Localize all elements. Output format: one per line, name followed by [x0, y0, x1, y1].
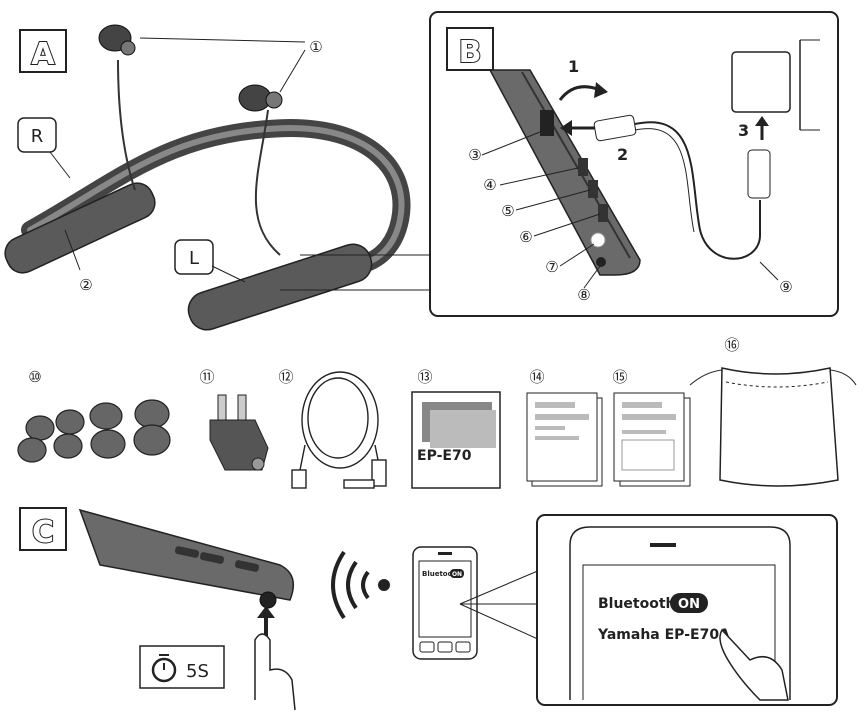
zoom-on-text: ON: [678, 597, 700, 612]
callout-10: ⑩: [28, 368, 41, 386]
callout-9: ⑨: [779, 278, 792, 296]
callout-6: ⑥: [519, 228, 532, 246]
callout-3: ③: [468, 146, 481, 164]
section-a: A ① R L ②: [4, 24, 430, 331]
section-a-box: [19, 29, 67, 73]
callout-16: ⑯: [724, 336, 739, 354]
left-housing: [187, 243, 373, 331]
indicator-light: [590, 232, 606, 248]
step-1: 1: [568, 57, 579, 76]
callout-4: ④: [483, 176, 496, 194]
ac-adapter: [731, 51, 791, 113]
step-3: 3: [738, 121, 749, 140]
callout-15: ⑮: [612, 368, 627, 386]
tag-l: L: [189, 248, 199, 269]
usb-port: [540, 110, 554, 136]
finger-press: [254, 633, 296, 711]
callout-2: ②: [79, 276, 92, 294]
document-1: [526, 392, 603, 487]
zoom-bluetooth-label: Bluetooth: [598, 596, 676, 612]
airline-adapter: [209, 394, 269, 471]
callout-13: ⑬: [417, 368, 432, 386]
usb-cable: [634, 121, 761, 260]
callout-8: ⑧: [577, 286, 590, 304]
wireless-signal-icon: [331, 550, 370, 620]
right-housing: [4, 182, 156, 274]
small-bluetooth-label: Bluetooth: [422, 570, 461, 578]
callout-5: ⑤: [501, 202, 514, 220]
tag-r-box: [17, 117, 57, 153]
callout-1: ①: [309, 38, 322, 56]
right-earbud: [98, 24, 136, 56]
tag-r: R: [31, 126, 44, 147]
ear-tips: [17, 399, 171, 463]
section-c-label: C: [32, 515, 54, 550]
cable-plug: [747, 149, 771, 199]
left-earbud: [238, 84, 283, 112]
manual-box: [411, 391, 501, 489]
left-cable: [254, 109, 281, 256]
zoom-on-badge: [670, 593, 708, 613]
section-b: B ③ ④ ⑤ ⑥ ⑦ ⑧ 1 2: [429, 11, 839, 317]
small-on-badge: ON: [452, 571, 462, 578]
box-label: EP-E70: [417, 448, 472, 464]
power-button: [596, 257, 606, 267]
phone-small: [412, 546, 478, 660]
section-c: C 5S Bluet: [19, 507, 838, 711]
tag-l-box: [174, 239, 214, 275]
document-2: [613, 392, 691, 487]
button-5: [588, 180, 598, 198]
device-name[interactable]: Yamaha EP-E70A: [597, 627, 730, 643]
callout-7: ⑦: [545, 258, 558, 276]
audio-cable: [291, 371, 387, 489]
pouch: [689, 367, 857, 487]
pointing-hand: [719, 628, 789, 701]
section-b-label: B: [459, 35, 482, 70]
button-6: [598, 204, 608, 222]
timer-text: 5S: [186, 661, 209, 682]
button-4: [578, 158, 588, 176]
callout-14: ⑭: [529, 368, 544, 386]
power-button-c: [259, 591, 277, 609]
callout-12: ⑫: [278, 368, 293, 386]
section-a-label: A: [31, 37, 55, 72]
callout-11: ⑪: [199, 368, 214, 386]
right-cable: [117, 59, 136, 191]
usb-plug: [593, 114, 637, 142]
step-2: 2: [617, 145, 628, 164]
accessories: ⑩ ⑪ ⑫ ⑬: [17, 336, 857, 489]
housing-closeup: [488, 69, 641, 276]
